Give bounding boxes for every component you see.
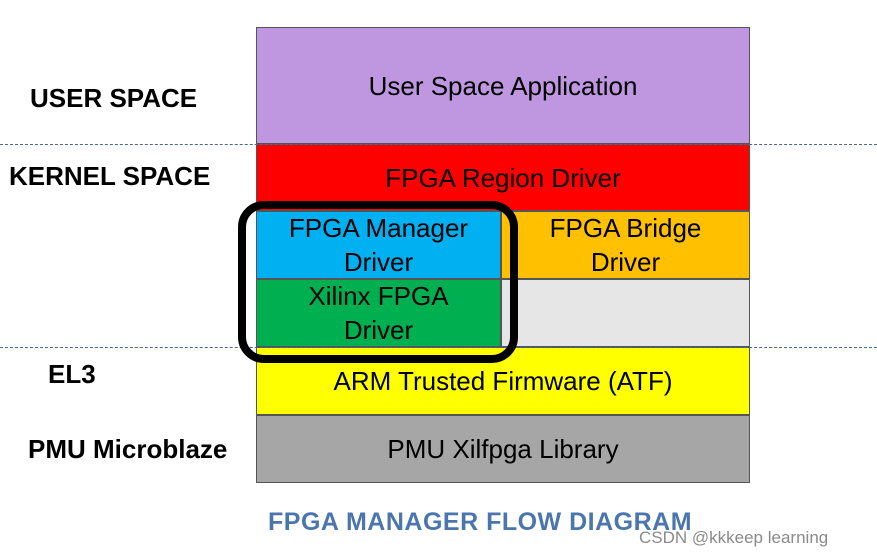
pmu-microblaze-label: PMU Microblaze — [28, 434, 228, 464]
fpga-manager-driver-line1: FPGA Manager — [288, 213, 469, 243]
fpga-region-driver-block: FPGA Region Driver — [256, 144, 750, 211]
fpga-manager-driver-block: FPGA Manager Driver — [256, 211, 501, 279]
user-kernel-divider — [0, 144, 877, 145]
user-space-application-block: User Space Application — [256, 27, 750, 144]
pmu-xilfpga-library-block: PMU Xilfpga Library — [256, 415, 750, 483]
fpga-bridge-driver-line2: Driver — [590, 247, 661, 277]
kernel-space-label: KERNEL SPACE — [9, 161, 211, 191]
atf-text: ARM Trusted Firmware (ATF) — [333, 366, 673, 396]
user-space-label: USER SPACE — [30, 83, 198, 113]
fpga-manager-driver-line2: Driver — [343, 247, 414, 277]
diagram-caption: FPGA MANAGER FLOW DIAGRAM — [268, 508, 693, 536]
csdn-watermark: CSDN @kkkeep learning — [639, 528, 829, 547]
xilinx-fpga-driver-block: Xilinx FPGA Driver — [256, 279, 501, 347]
empty-block — [501, 279, 750, 347]
xilinx-fpga-driver-line1: Xilinx FPGA — [308, 281, 449, 311]
fpga-region-driver-text: FPGA Region Driver — [385, 162, 621, 193]
xilinx-fpga-driver-line2: Driver — [343, 315, 414, 345]
user-space-application-text: User Space Application — [368, 70, 638, 101]
fpga-bridge-driver-line1: FPGA Bridge — [549, 213, 702, 243]
fpga-bridge-driver-block: FPGA Bridge Driver — [501, 211, 750, 279]
pmu-xilfpga-library-text: PMU Xilfpga Library — [387, 434, 619, 464]
el3-label: EL3 — [48, 359, 96, 389]
highlight-frame — [238, 201, 518, 363]
kernel-el3-divider — [0, 347, 877, 348]
